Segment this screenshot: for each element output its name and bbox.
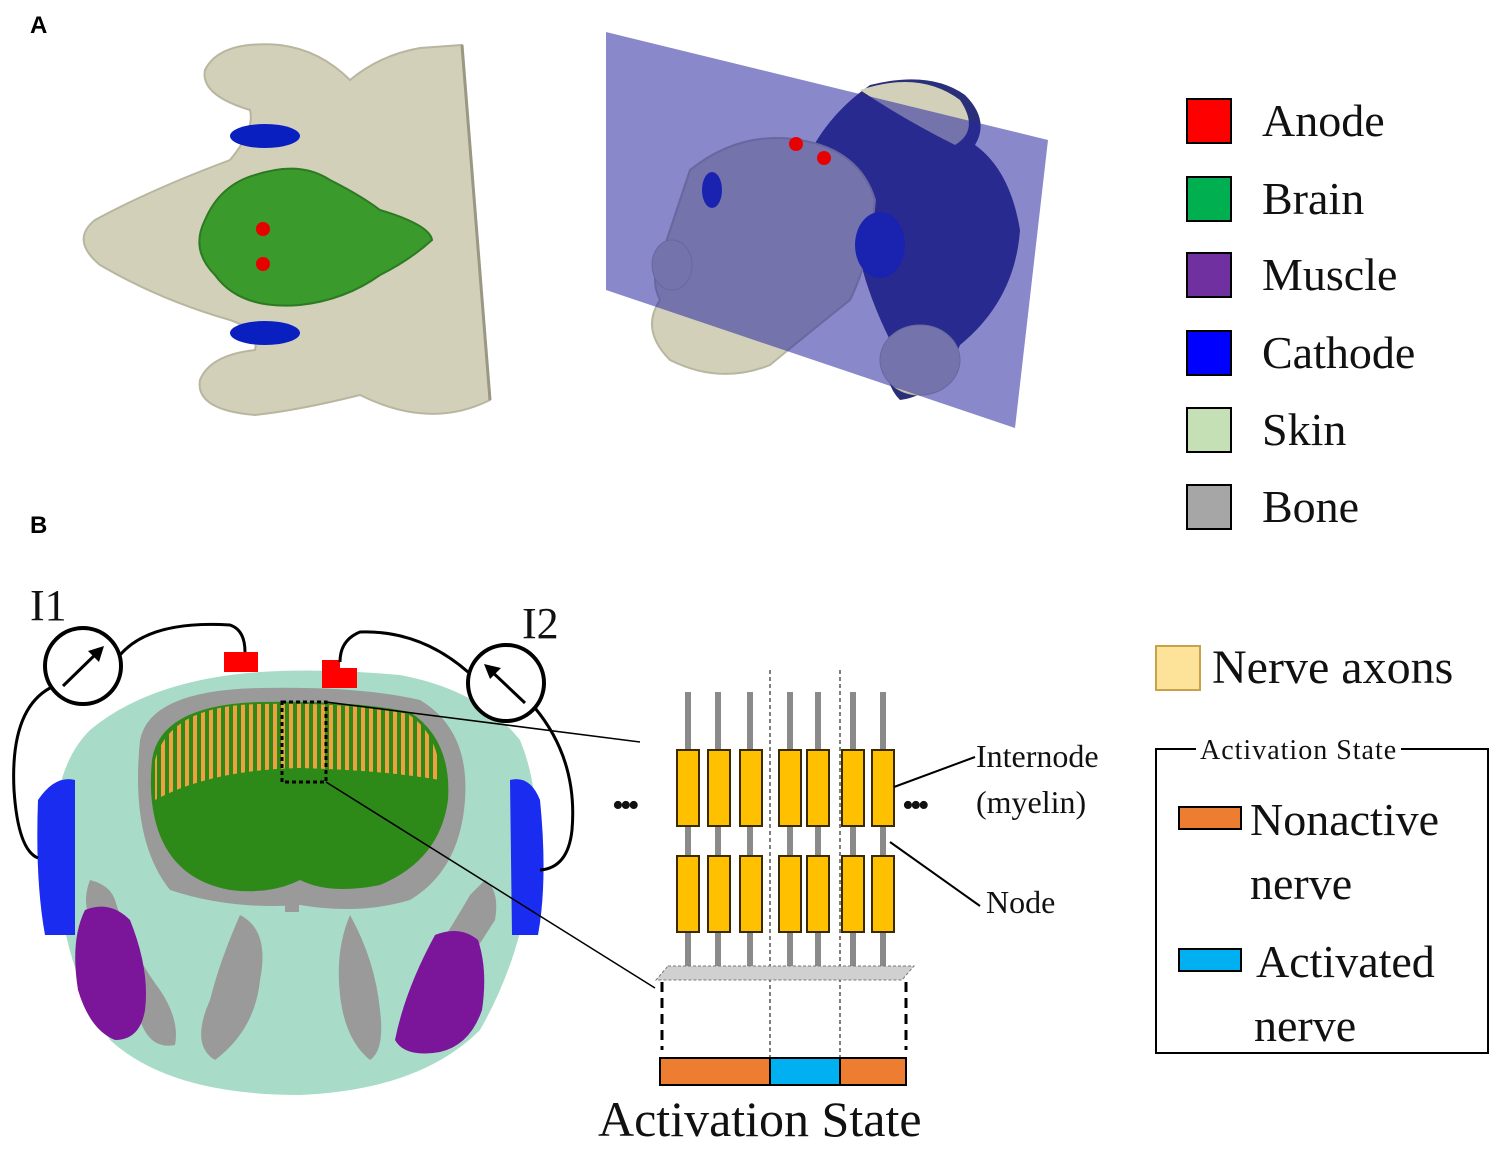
axon-schematic (654, 670, 981, 1086)
current-label-i1: I1 (30, 581, 67, 630)
activation-state-caption: Activation State (598, 1091, 922, 1147)
legend-label-anode: Anode (1262, 95, 1385, 146)
panel-label-a: A (30, 12, 48, 39)
mouse-oblique-view (606, 32, 1048, 428)
muscle-right (395, 931, 485, 1054)
state-bar-activated (769, 1057, 841, 1086)
cross-section-plane (606, 32, 1048, 428)
activated-label-line2: nerve (1254, 1000, 1357, 1051)
anode-right (322, 660, 357, 688)
legend-item-muscle: Muscle (1186, 252, 1397, 298)
legend-swatch-skin (1186, 407, 1232, 453)
ellipsis-right: ••• (902, 787, 930, 824)
axon-band (155, 703, 440, 800)
callout-myelin: (myelin) (976, 784, 1087, 820)
state-bar-nonactive-right (839, 1057, 907, 1086)
nonactive-label-line1: Nonactive (1250, 794, 1440, 845)
panel-label-b: B (30, 512, 48, 539)
nerve-axons-swatch (1155, 645, 1201, 691)
legend-swatch-bone (1186, 484, 1232, 530)
cross-section (37, 652, 656, 1095)
current-source-2[interactable] (338, 630, 575, 872)
anode-left (224, 652, 258, 672)
cathode-top-right (230, 321, 300, 345)
legend-swatch-anode (1186, 98, 1232, 144)
legend-item-anode: Anode (1186, 98, 1385, 144)
legend-item-brain: Brain (1186, 176, 1364, 222)
current-source-1[interactable] (12, 622, 247, 860)
legend-label-brain: Brain (1262, 173, 1365, 224)
cathode-right (510, 779, 544, 935)
cathode-left (37, 779, 75, 935)
legend-swatch-cathode (1186, 330, 1232, 376)
legend-label-cathode: Cathode (1262, 327, 1416, 378)
anode-top-2 (256, 257, 270, 271)
legend-swatch-muscle (1186, 252, 1232, 298)
cathode-top-left (230, 124, 300, 148)
legend-label-skin: Skin (1262, 404, 1347, 455)
brain-top-view (198, 167, 434, 307)
legend-swatch-brain (1186, 176, 1232, 222)
legend-item-cathode: Cathode (1186, 330, 1415, 376)
legend-label-muscle: Muscle (1262, 249, 1398, 300)
ellipsis-left: ••• (612, 787, 640, 824)
callout-internode: Internode (976, 738, 1099, 774)
zoom-box (280, 700, 328, 784)
state-bar-nonactive-left (659, 1057, 771, 1086)
nonactive-label-line2: nerve (1250, 858, 1353, 909)
activated-label-line1: Activated (1256, 936, 1435, 987)
nerve-axons-label: Nerve axons (1212, 641, 1454, 694)
legend-item-skin: Skin (1186, 407, 1346, 453)
anode-top-1 (256, 222, 270, 236)
legend-label-bone: Bone (1262, 481, 1360, 532)
activated-swatch (1178, 948, 1242, 972)
legend-item-bone: Bone (1186, 484, 1359, 530)
muscle-left (75, 906, 146, 1040)
current-label-i2: I2 (522, 599, 559, 648)
mouse-top-view (82, 43, 492, 417)
nonactive-swatch (1178, 806, 1242, 830)
callout-node: Node (986, 884, 1056, 920)
activation-state-legend-title: Activation State (1196, 735, 1402, 767)
